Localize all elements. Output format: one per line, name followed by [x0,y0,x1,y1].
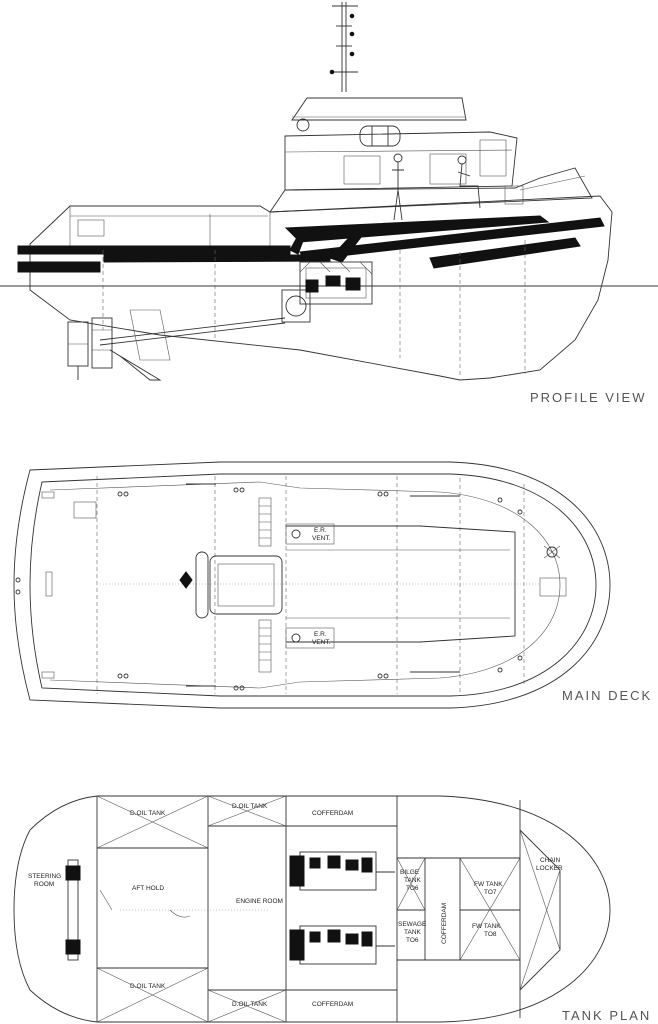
bilge-tank-line1: BILGE [400,869,420,876]
bilge-tank-line2: TANK [404,877,422,884]
hatch-icon [195,551,283,619]
tank-plan-title: TANK PLAN [562,1008,652,1023]
cofferdam-bottom: COFFERDAM [312,1001,353,1008]
d-oil-tank-bottom-fwd: D.OIL TANK [232,1001,268,1008]
engine-icon [289,851,395,965]
capstan-icon [539,545,567,597]
profile-view-title: PROFILE VIEW [530,390,647,405]
d-oil-tank-top-fwd: D.OIL TANK [232,803,268,810]
sewage-tank-line2: TANK [404,929,422,936]
bollard-icon [15,487,523,691]
fender-bow [429,237,581,269]
aft-door [77,219,105,237]
chain-locker-line2: LOCKER [536,865,563,872]
casing [286,525,516,643]
cofferdam-top: COFFERDAM [312,810,353,817]
skeg [109,349,162,381]
mast-icon [329,2,358,92]
steering-room-line2: ROOM [34,881,54,888]
deck-outline [13,461,611,709]
aft-hold: AFT HOLD [132,885,164,892]
fw-tank-upper-line1: FW TANK [474,881,503,888]
engine-room: ENGINE ROOM [236,898,283,905]
fw-tank-upper-line2: TO7 [484,889,497,896]
tank-plan-view [13,795,611,1023]
fw-tank-lower-line2: TO8 [484,931,497,938]
fender-lower-aft [17,261,101,273]
chain-locker-line1: CHAIN [540,857,561,864]
propeller-icon [91,317,113,369]
wheelhouse-roof [291,97,467,121]
person-icon [392,153,481,221]
rudder-icon [67,321,89,380]
grating-bottom [258,619,272,673]
d-oil-tank-bottom-aft: D.OIL TANK [130,983,166,990]
er-vent-top-line2: VENT. [312,535,331,542]
roof-hatch [359,125,401,147]
fender-upper [17,245,291,255]
hull-outline [29,195,613,381]
main-deck-title: MAIN DECK [562,688,653,703]
deck-door [73,501,97,519]
cofferdam-vertical: COFFERDAM [441,903,448,944]
steering-room-line1: STEERING [28,873,61,880]
sewage-tank-line3: TO6 [406,937,419,944]
er-vent-bottom-line2: VENT. [312,639,331,646]
rudder-icon [65,859,81,961]
engine-icon [281,261,373,323]
sewage-tank-line1: SEWAGE [398,921,427,928]
wheelhouse [284,131,518,191]
searchlight [296,118,310,132]
tank-outline [13,795,611,1023]
fw-tank-lower-line1: FW TANK [472,923,501,930]
fender-lower [103,254,331,263]
forecastle-deck [269,167,593,213]
bilge-tank-line3: TO6 [406,885,419,892]
main-deck-view [13,461,611,709]
er-vent-top-line1: E.R. [314,527,327,534]
profile-view [0,2,658,381]
er-vent-bottom-line1: E.R. [314,631,327,638]
prop-shaft [99,317,286,341]
d-oil-tank-top-aft: D.OIL TANK [130,810,166,817]
